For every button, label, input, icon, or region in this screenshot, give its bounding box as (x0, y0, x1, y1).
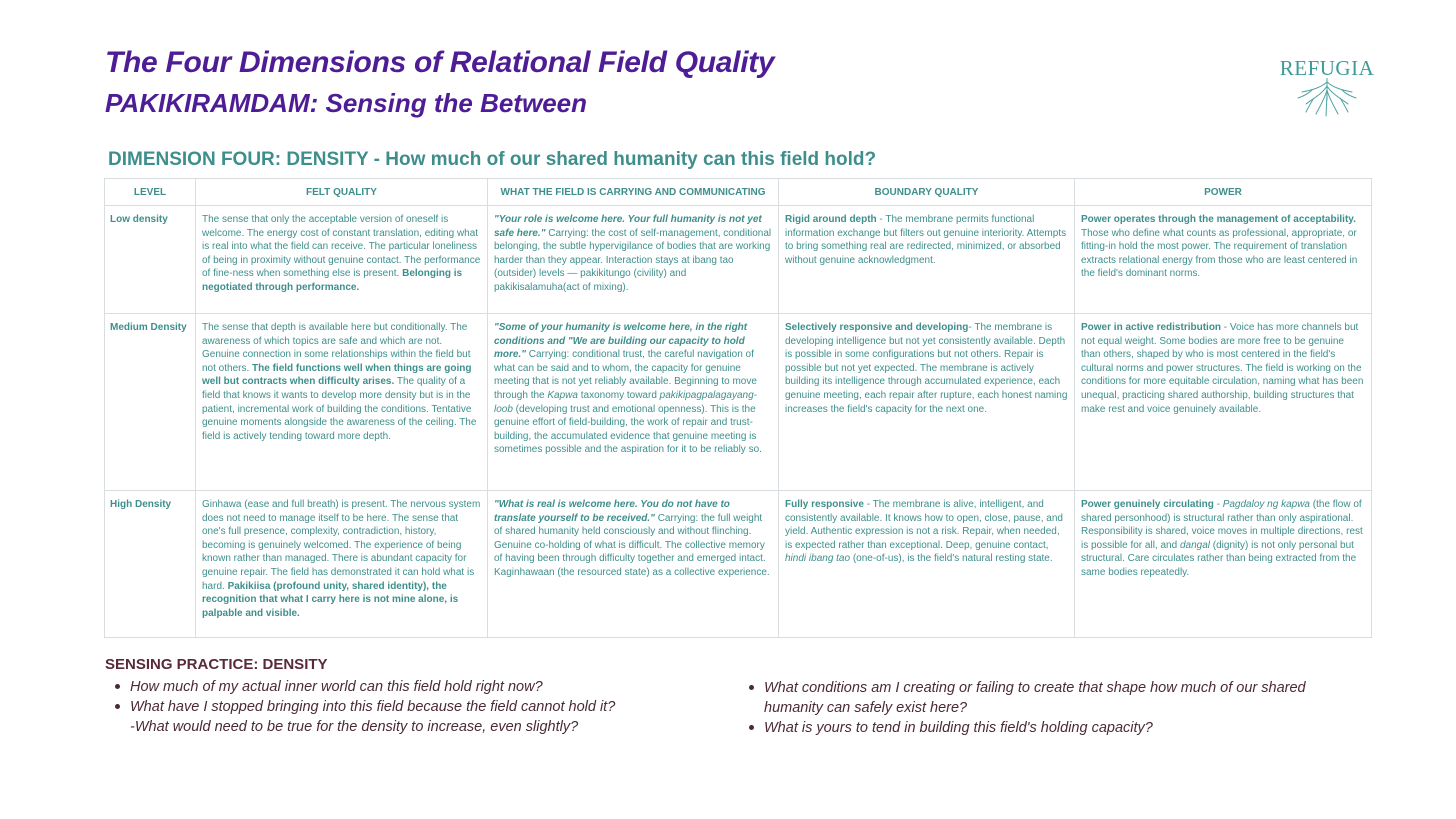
density-table: LEVEL FELT QUALITY WHAT THE FIELD IS CAR… (104, 178, 1372, 638)
list-item: What conditions am I creating or failing… (740, 678, 1340, 718)
page-subtitle: PAKIKIRAMDAM: Sensing the Between (105, 88, 587, 118)
table-row: Medium Density The sense that depth is a… (104, 313, 1372, 491)
level-cell: Medium Density (104, 313, 196, 491)
felt-quality-cell: The sense that only the acceptable versi… (195, 205, 488, 314)
carrying-cell: "Some of your humanity is welcome here, … (487, 313, 779, 491)
list-item: What is yours to tend in building this f… (740, 718, 1340, 738)
roots-icon (1297, 78, 1357, 117)
header-power: POWER (1074, 178, 1372, 206)
practice-questions-left: How much of my actual inner world can th… (106, 677, 706, 737)
header-felt-quality: FELT QUALITY (195, 178, 488, 206)
list-item: What have I stopped bringing into this f… (106, 697, 706, 717)
header-boundary-quality: BOUNDARY QUALITY (778, 178, 1075, 206)
felt-quality-cell: Ginhawa (ease and full breath) is presen… (195, 490, 488, 638)
felt-quality-cell: The sense that depth is available here b… (195, 313, 488, 491)
table-header-row: LEVEL FELT QUALITY WHAT THE FIELD IS CAR… (104, 178, 1372, 206)
refugia-logo: REFUGIA (1272, 56, 1382, 120)
power-cell: Power genuinely circulating - Pagdaloy n… (1074, 490, 1372, 638)
header-level: LEVEL (104, 178, 196, 206)
power-cell: Power operates through the management of… (1074, 205, 1372, 314)
list-item: -What would need to be true for the dens… (130, 719, 579, 735)
boundary-cell: Fully responsive - The membrane is alive… (778, 490, 1075, 638)
sensing-practice-heading: SENSING PRACTICE: DENSITY (105, 656, 328, 673)
carrying-cell: "Your role is welcome here. Your full hu… (487, 205, 779, 314)
level-cell: High Density (104, 490, 196, 638)
practice-questions-right: What conditions am I creating or failing… (740, 678, 1340, 738)
dimension-heading: DIMENSION FOUR: DENSITY - How much of ou… (108, 149, 877, 170)
power-cell: Power in active redistribution - Voice h… (1074, 313, 1372, 491)
list-item: How much of my actual inner world can th… (106, 677, 706, 697)
page-title: The Four Dimensions of Relational Field … (105, 46, 775, 79)
table-row: High Density Ginhawa (ease and full brea… (104, 490, 1372, 638)
carrying-cell: "What is real is welcome here. You do no… (487, 490, 779, 638)
level-cell: Low density (104, 205, 196, 314)
table-row: Low density The sense that only the acce… (104, 205, 1372, 314)
boundary-cell: Selectively responsive and developing- T… (778, 313, 1075, 491)
boundary-cell: Rigid around depth - The membrane permit… (778, 205, 1075, 314)
header-field-carrying: WHAT THE FIELD IS CARRYING AND COMMUNICA… (487, 178, 779, 206)
logo-text: REFUGIA (1279, 56, 1375, 80)
